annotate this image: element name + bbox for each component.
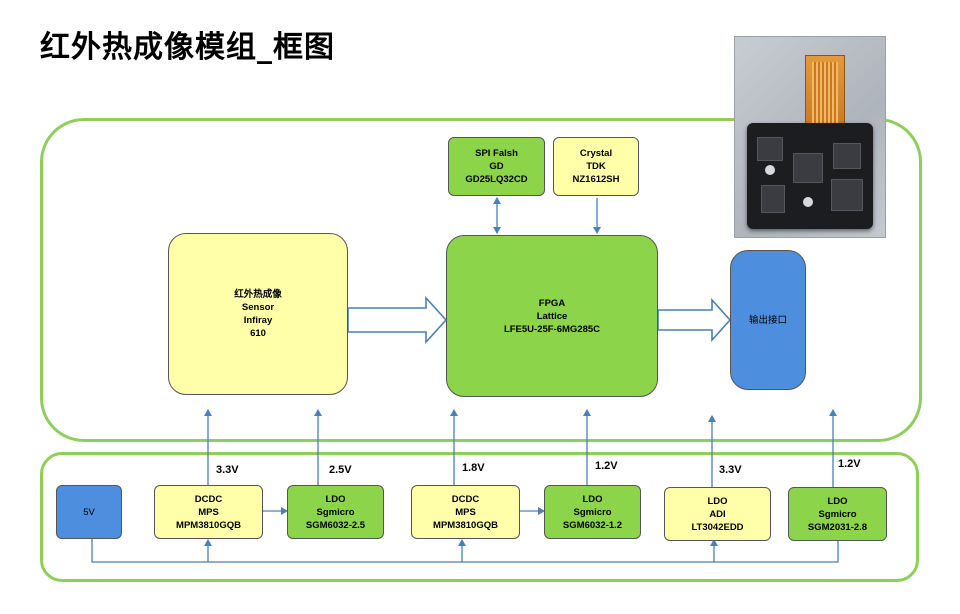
crystal-line-1: Crystal xyxy=(579,148,613,159)
ldo1-line-2: Sgmicro xyxy=(316,506,355,518)
ldo2-line-2: Sgmicro xyxy=(573,506,612,518)
ldo2-line-1: LDO xyxy=(582,493,603,505)
dcdc1-line-3: MPM3810GQB xyxy=(176,519,241,531)
dcdc1-block: DCDC MPS MPM3810GQB xyxy=(154,485,263,539)
output-interface-block: 输出接口 xyxy=(730,250,806,390)
ldo2-block: LDO Sgmicro SGM6032-1.2 xyxy=(544,485,641,539)
voltage-label-1v2-ldo: 1.2V xyxy=(838,458,861,470)
sensor-block: 红外热成像 Sensor Infiray 610 xyxy=(168,233,348,395)
page-title: 红外热成像模组_框图 xyxy=(40,30,335,65)
fpga-block: FPGA Lattice LFE5U-25F-6MG285C xyxy=(446,235,658,397)
module-board-icon xyxy=(747,123,873,229)
bus-5v xyxy=(91,538,839,563)
dcdc1-line-2: MPS xyxy=(198,506,219,518)
spi-flash-line-2: GD xyxy=(489,161,504,172)
sensor-line-4: 610 xyxy=(250,328,266,339)
sensor-line-3: Infiray xyxy=(243,315,273,326)
dcdc2-line-1: DCDC xyxy=(451,493,480,505)
dcdc2-line-3: MPM3810GQB xyxy=(433,519,498,531)
spi-flash-block: SPI Falsh GD GD25LQ32CD xyxy=(448,137,545,196)
crystal-line-2: TDK xyxy=(586,161,606,172)
input-5v-label: 5V xyxy=(83,506,95,518)
ldo1-line-3: SGM6032-2.5 xyxy=(305,519,366,531)
input-5v-block: 5V xyxy=(56,485,122,539)
output-line-1: 输出接口 xyxy=(748,314,787,326)
spi-flash-line-3: GD25LQ32CD xyxy=(465,174,528,185)
sensor-line-2: Sensor xyxy=(241,302,275,313)
ldo4-line-2: Sgmicro xyxy=(818,508,857,520)
fpga-line-1: FPGA xyxy=(538,297,566,309)
ldo3-line-1: LDO xyxy=(707,495,728,507)
fpga-line-3: LFE5U-25F-6MG285C xyxy=(503,323,601,335)
ldo4-block: LDO Sgmicro SGM2031-2.8 xyxy=(788,487,887,541)
flex-cable-icon xyxy=(805,55,845,133)
spi-flash-line-1: SPI Falsh xyxy=(475,148,518,159)
power-panel xyxy=(40,452,919,582)
ldo2-line-3: SGM6032-1.2 xyxy=(562,519,623,531)
voltage-label-1v2: 1.2V xyxy=(595,460,618,472)
dcdc2-line-2: MPS xyxy=(455,506,476,518)
fpga-line-2: Lattice xyxy=(536,310,568,322)
crystal-line-3: NZ1612SH xyxy=(572,174,620,185)
ldo4-line-3: SGM2031-2.8 xyxy=(807,521,868,533)
ldo3-block: LDO ADI LT3042EDD xyxy=(664,487,771,541)
dcdc2-block: DCDC MPS MPM3810GQB xyxy=(411,485,520,539)
voltage-label-1v8: 1.8V xyxy=(462,462,485,474)
dcdc1-line-1: DCDC xyxy=(194,493,223,505)
crystal-block: Crystal TDK NZ1612SH xyxy=(553,137,639,196)
ldo4-line-1: LDO xyxy=(827,495,848,507)
sensor-line-1: 红外热成像 xyxy=(234,289,282,300)
ldo3-line-2: ADI xyxy=(709,508,726,520)
voltage-label-3v3: 3.3V xyxy=(216,464,239,476)
fpga-to-output-arrow xyxy=(657,297,732,343)
thermal-module-photo xyxy=(734,36,886,238)
module-panel xyxy=(40,118,922,442)
ldo3-line-3: LT3042EDD xyxy=(691,521,744,533)
ldo1-line-1: LDO xyxy=(325,493,346,505)
voltage-label-3v3-ldo: 3.3V xyxy=(719,464,742,476)
sensor-to-fpga-arrow xyxy=(347,295,448,345)
voltage-label-2v5: 2.5V xyxy=(329,464,352,476)
ldo1-block: LDO Sgmicro SGM6032-2.5 xyxy=(287,485,384,539)
